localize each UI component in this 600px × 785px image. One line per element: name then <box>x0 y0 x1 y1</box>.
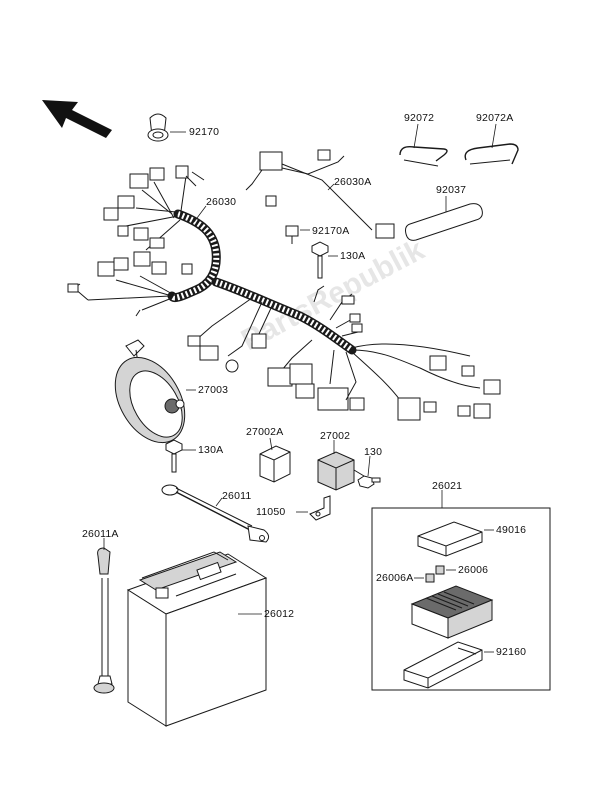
label-130A-top: 130A <box>340 250 366 262</box>
label-26021: 26021 <box>432 480 463 492</box>
cable-26011A <box>93 538 115 694</box>
cover-49016 <box>417 521 494 557</box>
cable-26011 <box>161 484 270 543</box>
label-11050: 11050 <box>256 506 286 518</box>
label-92170: 92170 <box>189 126 220 138</box>
clamp-92170 <box>147 113 186 142</box>
label-27002: 27002 <box>320 430 351 442</box>
clamp-92170A <box>285 225 310 244</box>
label-92037: 92037 <box>436 184 467 196</box>
bolt-130A-left <box>165 439 196 473</box>
label-26012: 26012 <box>264 608 295 620</box>
bolt-130 <box>357 455 381 489</box>
label-130A-left: 130A <box>198 444 224 456</box>
front-direction-arrow-icon <box>42 100 112 138</box>
label-26006A: 26006A <box>376 572 414 584</box>
label-26011: 26011 <box>222 490 252 502</box>
cover-92160 <box>403 641 494 689</box>
bracket-11050 <box>296 495 331 521</box>
label-26030: 26030 <box>206 196 237 208</box>
battery-26012 <box>126 551 268 727</box>
label-27003: 27003 <box>198 384 229 396</box>
label-92160: 92160 <box>496 646 527 658</box>
label-130: 130 <box>364 446 383 458</box>
fuse-26006A <box>414 573 435 583</box>
label-27002A: 27002A <box>246 426 284 438</box>
sub-harness-26030A <box>245 149 395 239</box>
fuse-box-body <box>410 585 494 639</box>
relay-27002 <box>317 440 365 491</box>
fuse-26006 <box>435 565 456 575</box>
label-92072A: 92072A <box>476 112 514 124</box>
label-92170A: 92170A <box>312 225 350 237</box>
label-26011A: 26011A <box>82 528 119 540</box>
horn-27003 <box>114 339 196 444</box>
cable-tie-92072 <box>399 123 448 167</box>
label-26006: 26006 <box>458 564 489 576</box>
main-harness-26030 <box>67 165 501 421</box>
fuse-box-group-26021 <box>371 490 551 691</box>
label-49016: 49016 <box>496 524 527 536</box>
label-92072: 92072 <box>404 112 435 124</box>
label-26030A: 26030A <box>334 176 372 188</box>
strap-92037 <box>405 196 483 241</box>
cable-tie-92072A <box>464 123 519 165</box>
relay-27002A <box>259 437 291 483</box>
bolt-130A-top <box>311 241 338 279</box>
